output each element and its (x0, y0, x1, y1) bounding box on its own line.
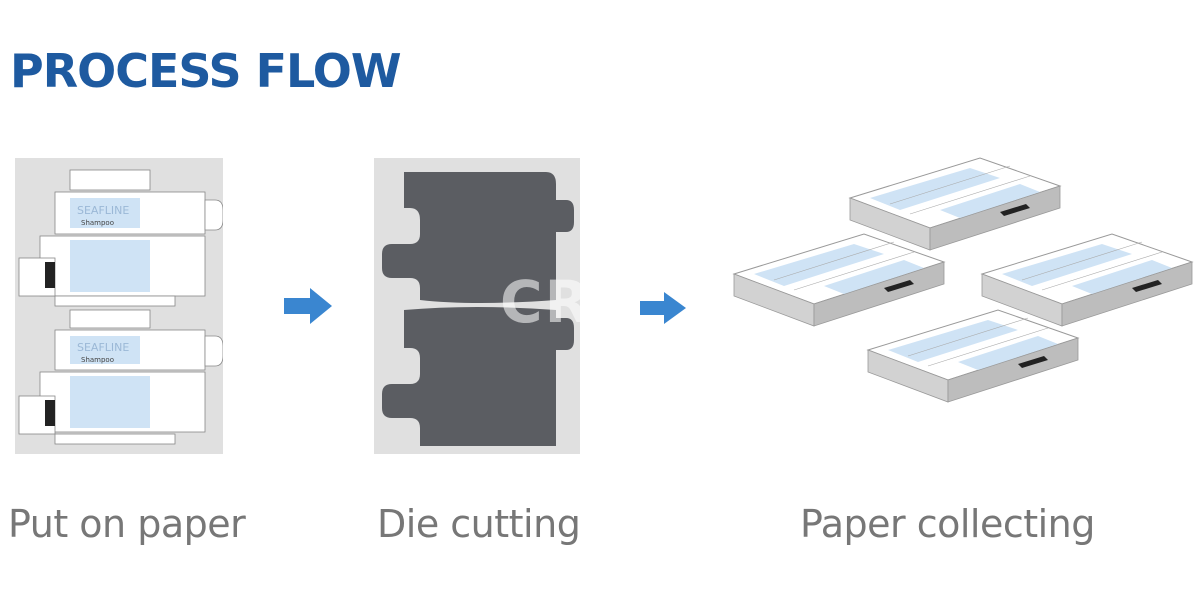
die-cut-illustration (374, 158, 580, 454)
page-title: PROCESS FLOW (10, 44, 402, 98)
sheet-product-top: Shampoo (81, 219, 114, 227)
sheet-brand-bottom: SEAFLINE (77, 341, 129, 354)
printed-sheet-illustration: SEAFLINE Shampoo SEAFLINE Shampoo (15, 158, 223, 454)
step-label-put-on-paper: Put on paper (8, 502, 246, 546)
sheet-brand-top: SEAFLINE (77, 204, 129, 217)
die-cut-shape-bottom (382, 307, 574, 446)
collected-stacks-illustration (733, 157, 1193, 403)
box-layout-bottom (18, 309, 223, 445)
paper-stack (867, 309, 1079, 403)
arrow-right-icon (640, 292, 686, 324)
paper-stack (981, 233, 1193, 327)
paper-stack (733, 233, 945, 327)
watermark: CRAFA (500, 268, 720, 336)
step-label-die-cutting: Die cutting (377, 502, 581, 546)
sheet-product-bottom: Shampoo (81, 356, 114, 364)
arrow-right-icon (284, 288, 332, 324)
step-label-paper-collecting: Paper collecting (800, 502, 1095, 546)
paper-stack (849, 157, 1061, 251)
die-cut-shape-top (382, 172, 574, 303)
box-layout-top (18, 169, 223, 307)
